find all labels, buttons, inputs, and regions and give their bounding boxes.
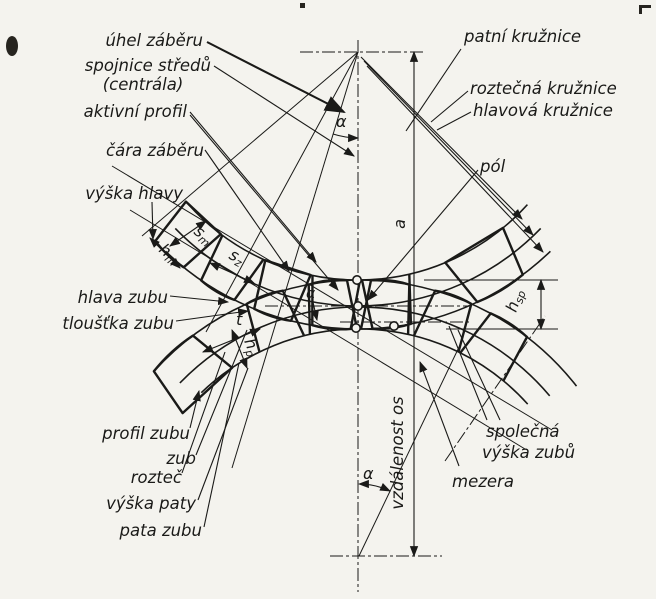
contact-point	[350, 322, 361, 333]
dim-alpha-mid: α	[306, 286, 316, 302]
dim-line-sz	[208, 262, 256, 284]
dim-alpha-bottom: α	[363, 464, 374, 483]
leader-patni-kruznice	[405, 48, 462, 132]
scan-artifacts	[6, 3, 651, 56]
label-spolecna-vyska-2: výška zubů	[482, 443, 575, 462]
label-centrala: (centrála)	[103, 75, 184, 94]
leader-mezera	[419, 360, 460, 467]
leader-spolecna-vyska-2	[457, 329, 501, 421]
label-roztec: rozteč	[131, 468, 183, 487]
alpha-mid-arrow	[310, 301, 319, 322]
gear-tooth	[412, 289, 473, 353]
leader-vyska-hlavy	[148, 201, 157, 241]
leader-zub	[195, 329, 248, 456]
leader-uhel-zaberu	[206, 41, 346, 113]
leader-hlava-zubu	[169, 295, 230, 306]
alpha-arc-bottom	[357, 479, 391, 492]
gear-tooth	[307, 278, 359, 335]
gear-tooth-hatched	[253, 259, 312, 322]
dim-alpha-top: α	[336, 112, 347, 131]
gear-geometry	[111, 40, 578, 592]
leader-profil-zubu	[189, 389, 201, 429]
contact-point	[351, 274, 362, 285]
leader-tloustka-zubu	[175, 308, 250, 322]
dim-t: t	[236, 310, 243, 329]
gear-tooth	[199, 234, 265, 302]
dim-line-t	[201, 328, 262, 353]
leader-pol	[367, 169, 479, 301]
leader-to-root-arc	[360, 56, 523, 220]
leader-pata-zubu	[203, 362, 240, 528]
leader-aktivni-profil-2	[189, 114, 339, 291]
leader-to-pitch-arc	[363, 60, 534, 236]
radial-line-upper-left	[141, 51, 359, 237]
label-vyska-hlavy: výška hlavy	[85, 184, 183, 203]
label-profil-zubu: profil zubu	[101, 424, 190, 443]
alpha-arc-top	[332, 133, 360, 143]
line-of-action	[111, 165, 553, 431]
contact-point	[388, 320, 399, 331]
dim-line-hm	[149, 237, 181, 269]
scan-artifact	[300, 3, 305, 8]
leader-roztecna-kruznice	[430, 90, 469, 123]
leader-vyska-paty	[197, 367, 249, 501]
label-roztecna-kruznice: roztečná kružnice	[470, 79, 617, 98]
label-vyska-paty: výška paty	[106, 494, 196, 513]
gear-tooth-hatched	[444, 226, 524, 304]
gear-tooth	[311, 275, 362, 331]
label-vzdalenost-os: vzdálenost os	[388, 396, 407, 510]
leader-to-tip-arc	[366, 65, 544, 253]
gear-tooth	[459, 312, 529, 382]
dim-sz: sz	[225, 245, 248, 270]
radial-line-bottom	[358, 344, 461, 557]
gear-tooth-hatched	[152, 334, 234, 415]
leader-aktivni-profil-1	[189, 111, 317, 263]
label-hlava-zubu: hlava zubu	[78, 288, 168, 307]
label-hlavova-kruznice: hlavová kružnice	[473, 101, 613, 120]
scan-artifact	[639, 5, 642, 14]
gear-tooth	[245, 289, 306, 353]
leader-spolecna-vyska-1	[448, 325, 488, 421]
label-cara-zaberu: čára záběru	[106, 141, 204, 160]
label-mezera: mezera	[452, 472, 514, 491]
label-pol: pól	[479, 157, 506, 176]
scan-artifact	[6, 36, 18, 56]
label-patni-kruznice: patní kružnice	[463, 27, 581, 46]
leader-hlavova-kruznice	[436, 111, 472, 131]
label-pata-zubu: pata zubu	[119, 521, 202, 540]
leader-cara-zaberu	[204, 149, 290, 272]
leader-roztec	[181, 351, 226, 474]
tooth-radial-dashdot	[444, 315, 546, 462]
gear-tooth	[359, 278, 411, 335]
label-spojnice-stredu: spojnice středů	[85, 56, 211, 75]
radial-line-left	[231, 51, 359, 469]
label-zub: zub	[165, 449, 196, 468]
label-spolecna-vyska-1: společná	[486, 422, 560, 441]
contact-point	[352, 300, 363, 311]
label-uhel-zaberu: úhel záběru	[105, 31, 203, 50]
dim-a: a	[390, 219, 409, 229]
leader-spojnice-stredu	[213, 65, 355, 157]
label-aktivni-profil: aktivní profil	[84, 102, 188, 121]
label-tloustka-zubu: tloušťka zubu	[62, 314, 174, 333]
dim-hsp: hsp	[502, 287, 529, 315]
scan-artifact	[639, 5, 651, 8]
